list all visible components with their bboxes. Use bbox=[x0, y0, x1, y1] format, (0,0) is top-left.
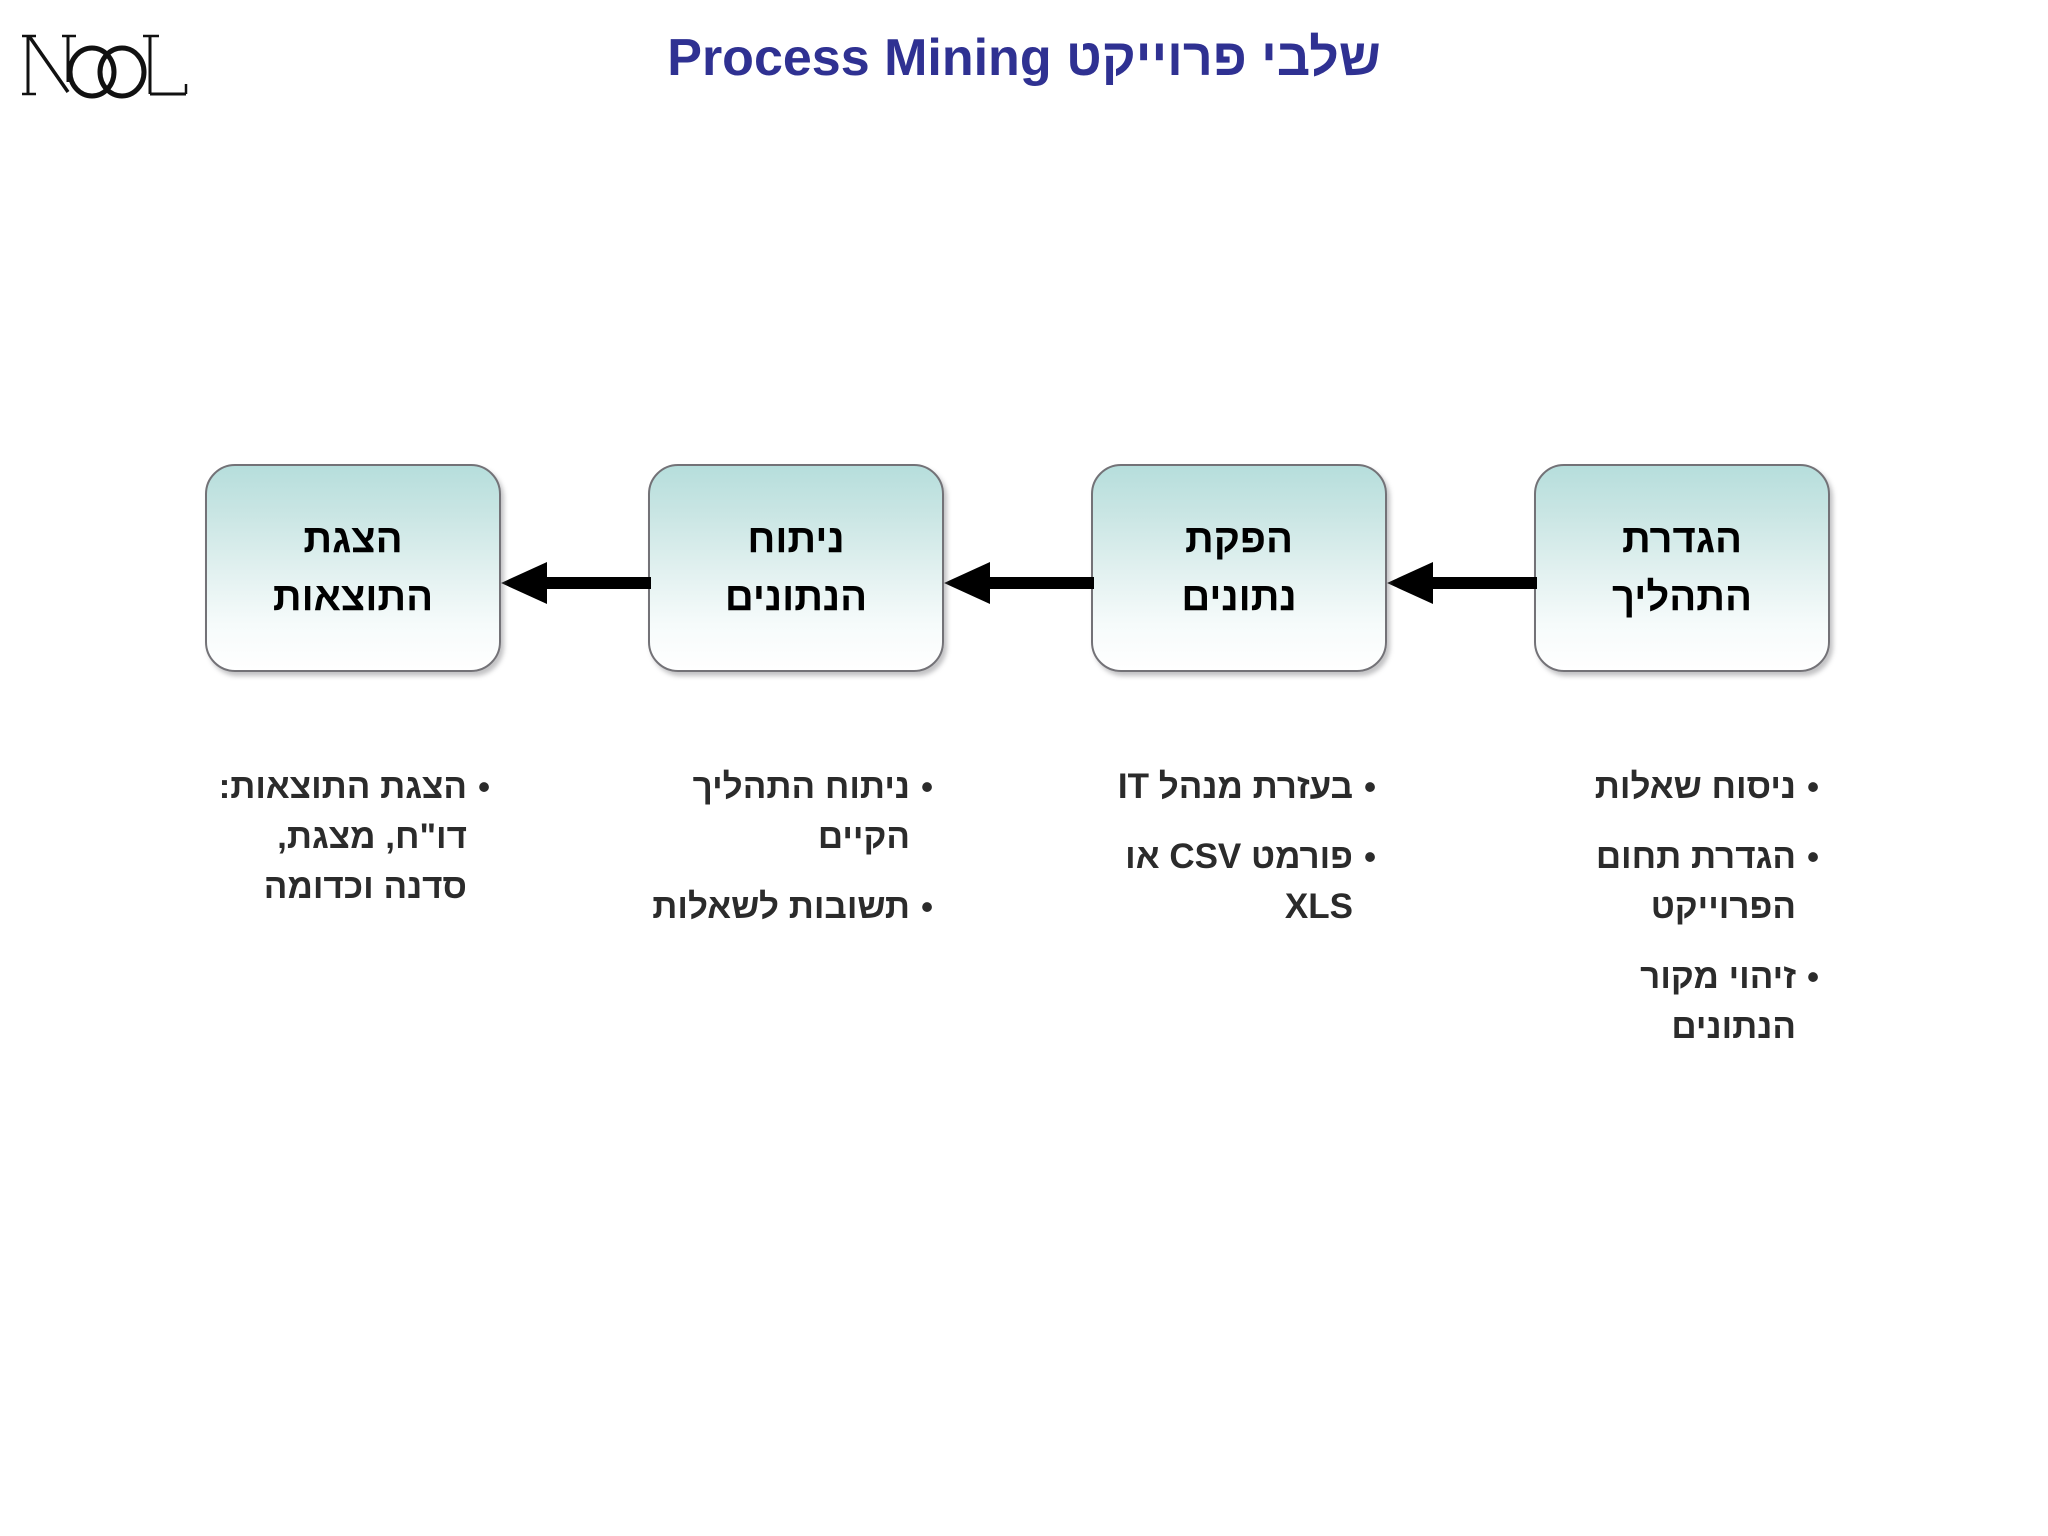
bullet-icon: • bbox=[1363, 836, 1377, 877]
list-item: • הגדרת תחום הפרוייקט bbox=[1534, 832, 1830, 932]
left-arrow-icon bbox=[501, 562, 651, 604]
bullet-icon: • bbox=[1806, 766, 1820, 807]
list-item-label: הצגת התוצאות: דו"ח, מצגת, סדנה וכדומה bbox=[218, 767, 467, 906]
flow-step-label-line1: ניתוח bbox=[747, 517, 845, 561]
list-item: • תשובות לשאלות bbox=[648, 882, 944, 932]
list-item: • ניתוח התהליך הקיים bbox=[648, 762, 944, 862]
list-item: • זיהוי מקור הנתונים bbox=[1534, 952, 1830, 1052]
bullet-icon: • bbox=[1363, 766, 1377, 807]
list-item: • פורמט CSV או XLS bbox=[1091, 832, 1387, 932]
list-item-label: ניסוח שאלות bbox=[1594, 767, 1796, 806]
list-item-label: בעזרת מנהל IT bbox=[1117, 767, 1353, 806]
bullet-list-extract-data: • בעזרת מנהל IT • פורמט CSV או XLS bbox=[1091, 762, 1387, 952]
bullet-icon: • bbox=[1806, 836, 1820, 877]
flow-step-present-results[interactable]: הצגת התוצאות bbox=[205, 464, 501, 672]
left-arrow-icon bbox=[1387, 562, 1537, 604]
bullet-icon: • bbox=[920, 886, 934, 927]
flow-step-label-line1: הגדרת bbox=[1621, 517, 1743, 561]
list-item-label: פורמט CSV או XLS bbox=[1125, 837, 1353, 926]
bullet-icon: • bbox=[477, 766, 491, 807]
list-item-label: זיהוי מקור הנתונים bbox=[1640, 957, 1796, 1046]
flow-step-extract-data[interactable]: הפקת נתונים bbox=[1091, 464, 1387, 672]
flow-step-label-line2: התוצאות bbox=[272, 575, 434, 619]
flow-step-define-process[interactable]: הגדרת התהליך bbox=[1534, 464, 1830, 672]
page-title: שלבי פרוייקט Process Mining bbox=[667, 29, 1381, 87]
left-arrow-icon bbox=[944, 562, 1094, 604]
flow-step-analyze-data[interactable]: ניתוח הנתונים bbox=[648, 464, 944, 672]
list-item-label: ניתוח התהליך הקיים bbox=[692, 767, 910, 856]
bullet-list-define-process: • ניסוח שאלות • הגדרת תחום הפרוייקט • זי… bbox=[1534, 762, 1830, 1072]
list-item: • בעזרת מנהל IT bbox=[1091, 762, 1387, 812]
process-flow-diagram: הגדרת התהליך הפקת נתונים ניתוח הנתונים ה… bbox=[205, 460, 1830, 680]
list-item: • ניסוח שאלות bbox=[1534, 762, 1830, 812]
list-item-label: הגדרת תחום הפרוייקט bbox=[1595, 837, 1796, 926]
flow-step-label-line1: הפקת bbox=[1185, 517, 1293, 561]
bullet-list-present-results: • הצגת התוצאות: דו"ח, מצגת, סדנה וכדומה bbox=[205, 762, 501, 932]
list-item-label: תשובות לשאלות bbox=[652, 887, 910, 926]
list-item: • הצגת התוצאות: דו"ח, מצגת, סדנה וכדומה bbox=[205, 762, 501, 912]
bullet-icon: • bbox=[1806, 956, 1820, 997]
flow-step-label-line2: התהליך bbox=[1612, 575, 1752, 619]
bullet-list-analyze-data: • ניתוח התהליך הקיים • תשובות לשאלות bbox=[648, 762, 944, 952]
nool-logo-mark bbox=[22, 34, 188, 99]
step-details-row: • ניסוח שאלות • הגדרת תחום הפרוייקט • זי… bbox=[205, 762, 1830, 1092]
nool-logo bbox=[20, 22, 250, 112]
flow-step-label-line2: הנתונים bbox=[724, 575, 868, 619]
flow-step-label-line2: נתונים bbox=[1181, 575, 1297, 619]
bullet-icon: • bbox=[920, 766, 934, 807]
flow-step-label-line1: הצגת bbox=[303, 517, 403, 561]
